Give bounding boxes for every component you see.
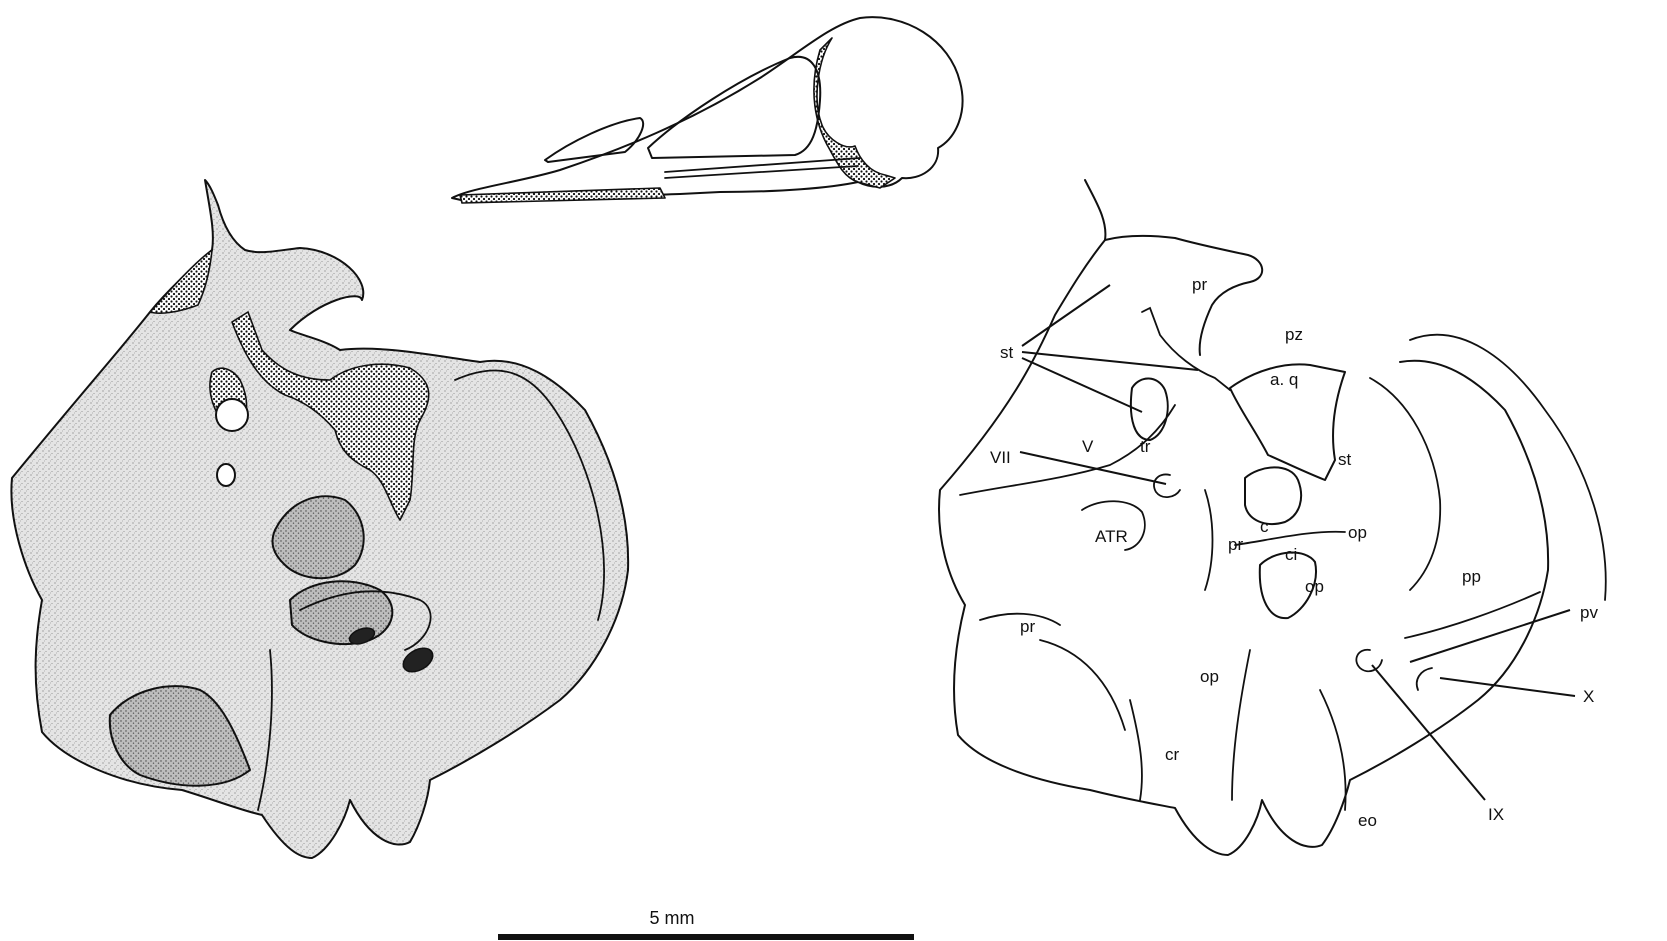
outline-st-upper [1142,308,1230,390]
label-IX: IX [1488,805,1504,824]
outline-c-cavity [1245,467,1301,524]
scale-bar-label: 5 mm [650,908,695,928]
label-a-q: a. q [1270,370,1298,389]
outline-main-body [939,180,1548,855]
outline-pr-mid [1205,490,1213,590]
label-pr-lower: pr [1020,617,1035,636]
outline-eo-lobe [1320,690,1346,810]
leader-st-2 [1022,352,1198,370]
skull-outline [452,17,963,202]
skull-orbit [648,57,820,158]
label-X: X [1583,687,1594,706]
label-eo: eo [1358,811,1377,830]
scale-bar-line [498,934,914,940]
leader-IX [1372,665,1485,800]
leader-VII [1020,452,1166,484]
label-op-lower: op [1200,667,1219,686]
leader-X [1440,678,1575,696]
outline-IX-foramen [1356,650,1382,671]
label-cr: cr [1165,745,1180,764]
shaded-foramen-small [217,464,235,486]
outline-ci-line [1235,532,1345,545]
label-op-upper: op [1348,523,1367,542]
leader-pv [1410,610,1570,662]
outline-cr-line [1130,700,1142,800]
outline-pp-arc-outer [1410,335,1606,600]
skull-jugal-bar-lower [665,166,858,178]
outline-lower-groove [1040,640,1125,730]
outline-pv-line [1405,592,1540,638]
label-pv: pv [1580,603,1598,622]
label-ATR: ATR [1095,527,1128,546]
label-pr-mid: pr [1228,535,1243,554]
label-pp: pp [1462,567,1481,586]
scale-bar: 5 mm [498,908,914,940]
skull-jugal-bar [665,158,860,172]
label-st-center: st [1338,450,1352,469]
label-VII: VII [990,448,1011,467]
label-V: V [1082,437,1094,456]
skull-sketch [452,17,963,203]
leader-st-1 [1022,285,1110,346]
label-ci: ci [1285,545,1297,564]
label-pz: pz [1285,325,1303,344]
leader-st-3 [1022,358,1142,412]
shaded-foramen-large [216,399,248,431]
labelled-braincase-drawing [939,180,1606,855]
outline-lower-lobe-op [1232,650,1250,800]
label-pr-top: pr [1192,275,1207,294]
label-tr: tr [1140,437,1151,456]
skull-beak-stipple [460,188,665,203]
skull-nasal-opening [545,118,643,162]
outline-VII-foramen [1154,474,1180,497]
label-st-left: st [1000,343,1014,362]
label-op-mid: op [1305,577,1324,596]
shaded-braincase-drawing [11,180,628,858]
label-c: c [1260,517,1269,536]
outline-pp-arc-inner [1370,378,1440,590]
outline-X-foramen [1417,668,1432,690]
outline-prootic-upper [1105,236,1262,355]
